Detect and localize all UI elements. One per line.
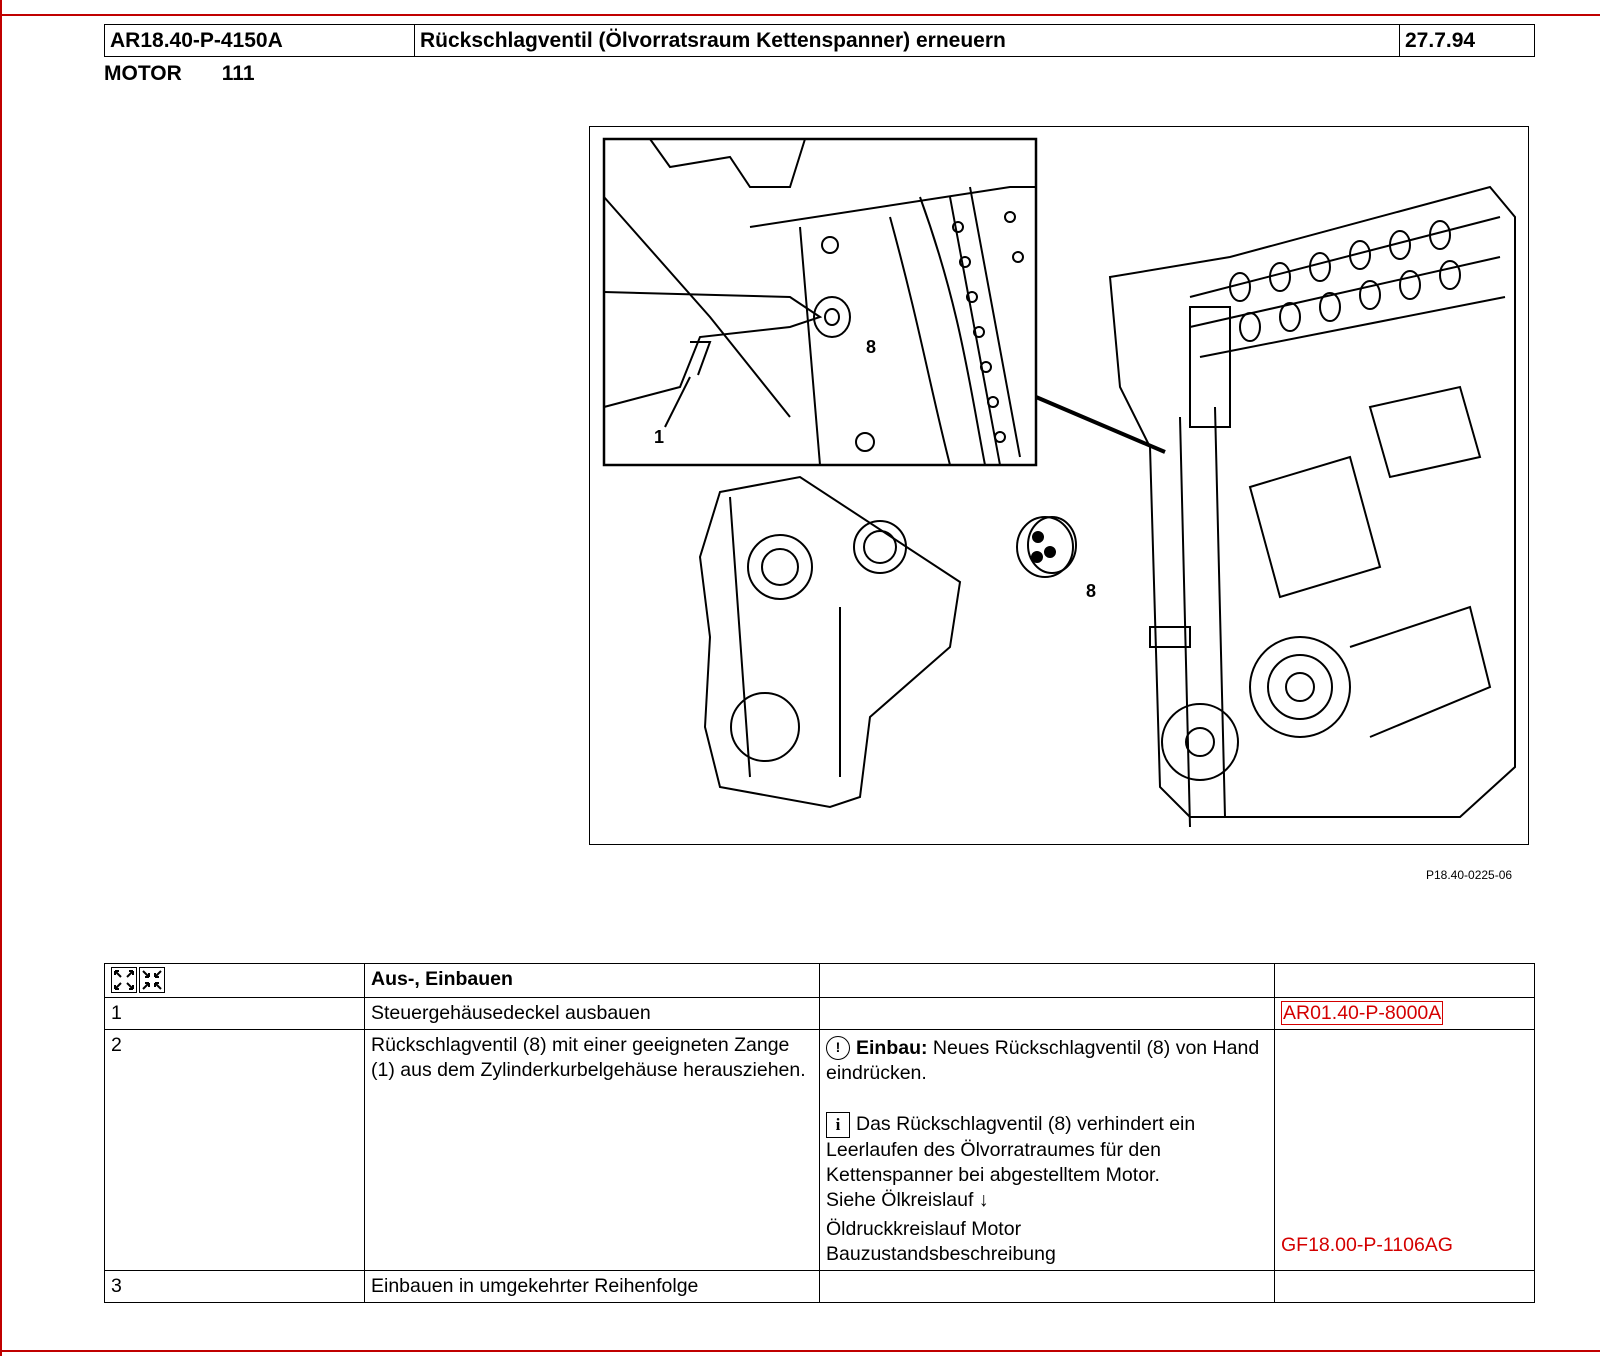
crank-sprocket: [1161, 703, 1239, 781]
install-label: Einbau:: [856, 1037, 928, 1059]
circuit-text: Öldruckkreislauf Motor: [826, 1218, 1022, 1240]
inset-line: [649, 138, 806, 188]
install-note: ! Einbau: Neues Rückschlagventil (8) von …: [826, 1036, 1268, 1086]
engine-drawing: 1 8 8: [602, 137, 1516, 828]
doc-title: Rückschlagventil (Ölvorratsraum Kettensp…: [414, 24, 1400, 57]
page-frame-left: [0, 0, 2, 1356]
header-empty-cell: [819, 963, 1275, 998]
valve-loose: [1016, 516, 1074, 578]
pointer-line: [1035, 395, 1166, 454]
info-text: Das Rückschlagventil (8) verhindert ein …: [826, 1113, 1196, 1186]
doc-id: AR18.40-P-4150A: [104, 24, 415, 57]
alternator-pulley: [1267, 654, 1333, 720]
manifold: [1368, 385, 1482, 479]
see-line: Siehe Ölkreislauf ↓: [826, 1189, 989, 1211]
cover-cap: [853, 520, 907, 574]
cover-seal-inner: [761, 548, 799, 586]
cover-opening: [730, 692, 800, 762]
inset-line: [749, 186, 1036, 228]
ref-spacer: [1281, 1033, 1528, 1233]
ref-link[interactable]: AR01.40-P-8000A: [1281, 1001, 1444, 1025]
alternator-hub: [1285, 672, 1315, 702]
compressor: [1349, 605, 1492, 738]
assembly-icon: [139, 967, 165, 993]
info-icon: i: [826, 1112, 850, 1138]
install-note-icon: !: [826, 1036, 850, 1060]
procedure-icons-cell: [104, 963, 365, 998]
step-text: Rückschlagventil (8) mit einer geeignete…: [364, 1029, 820, 1271]
step-number: 1: [104, 997, 365, 1030]
step-number: 3: [104, 1270, 365, 1303]
inset-line: [919, 196, 986, 466]
step-ref-cell: AR01.40-P-8000A: [1274, 997, 1535, 1030]
valve-hole: [1044, 546, 1056, 558]
inset-line: [889, 216, 951, 466]
inset-line: [603, 196, 791, 418]
callout-8-loose: 8: [1086, 581, 1096, 601]
doc-date: 27.7.94: [1399, 24, 1535, 57]
step-text: Steuergehäusedeckel ausbauen: [364, 997, 820, 1030]
inset-chain: [949, 186, 1021, 466]
crank-sprocket-hub: [1185, 727, 1215, 757]
inset-bolt: [855, 432, 875, 452]
step-row-2: 2 Rückschlagventil (8) mit einer geeigne…: [104, 1029, 1535, 1271]
inset-bolt: [821, 236, 839, 254]
header-empty-cell: [1274, 963, 1535, 998]
step-notes-cell: ! Einbau: Neues Rückschlagventil (8) von …: [819, 1029, 1275, 1271]
procedure-table: Aus-, Einbauen 1 Steuergehäusedeckel aus…: [104, 963, 1535, 1303]
step-ref-empty: [1274, 1270, 1535, 1303]
valve-loose-rim: [1027, 516, 1077, 574]
callout-8-detail: 8: [866, 337, 876, 357]
engine-illustration: 1 8 8: [589, 126, 1529, 845]
procedure-header-row: Aus-, Einbauen: [104, 963, 1535, 998]
camshaft-lobes: [1229, 220, 1461, 342]
engine-block: [1108, 185, 1516, 818]
disassembly-icon: [111, 967, 137, 993]
inset-chain-links: [952, 211, 1024, 443]
header-table: AR18.40-P-4150A Rückschlagventil (Ölvorr…: [104, 24, 1535, 57]
inset-line: [799, 226, 821, 466]
camshaft-lines: [1189, 216, 1506, 358]
sprocket-housing: [1189, 306, 1231, 428]
pliers-drawing: [690, 341, 712, 376]
callout-1: 1: [654, 427, 664, 447]
page-frame-top: [0, 14, 1600, 16]
step-number: 2: [104, 1029, 365, 1271]
step-text: Einbauen in umgekehrter Reihenfolge: [364, 1270, 820, 1303]
motor-number: 111: [221, 62, 255, 85]
pliers-drawing: [603, 291, 823, 408]
engine-bracket: [1248, 455, 1382, 599]
ref-link[interactable]: GF18.00-P-1106AG: [1281, 1234, 1453, 1256]
step-row-3: 3 Einbauen in umgekehrter Reihenfolge: [104, 1270, 1535, 1303]
callout-line-1: [664, 376, 691, 428]
shaft-stub: [1149, 626, 1191, 648]
step-note-empty: [819, 1270, 1275, 1303]
install-text: Neues Rückschlagventil (8) von Hand eind…: [826, 1037, 1260, 1084]
cover-cap-inner: [863, 530, 897, 564]
motor-label: MOTOR: [104, 62, 182, 85]
figure-code: P18.40-0225-06: [1426, 868, 1513, 882]
cover-rib: [729, 496, 841, 778]
valve-detail-hole: [824, 308, 840, 326]
alternator: [1249, 636, 1351, 738]
valve-hole: [1031, 551, 1043, 563]
valve-detail: [813, 296, 851, 338]
valve-hole: [1032, 531, 1044, 543]
step-row-1: 1 Steuergehäusedeckel ausbauen AR01.40-P…: [104, 997, 1535, 1030]
step-ref-cell: GF18.00-P-1106AG: [1274, 1029, 1535, 1271]
procedure-title: Aus-, Einbauen: [364, 963, 820, 998]
desc-text: Bauzustandsbeschreibung: [826, 1243, 1056, 1265]
cover-seal: [747, 534, 813, 600]
page-frame-bottom: [0, 1350, 1600, 1352]
step-note-empty: [819, 997, 1275, 1030]
motor-line: MOTOR 111: [104, 62, 255, 86]
timing-chain: [1179, 406, 1226, 828]
timing-cover: [698, 475, 962, 809]
